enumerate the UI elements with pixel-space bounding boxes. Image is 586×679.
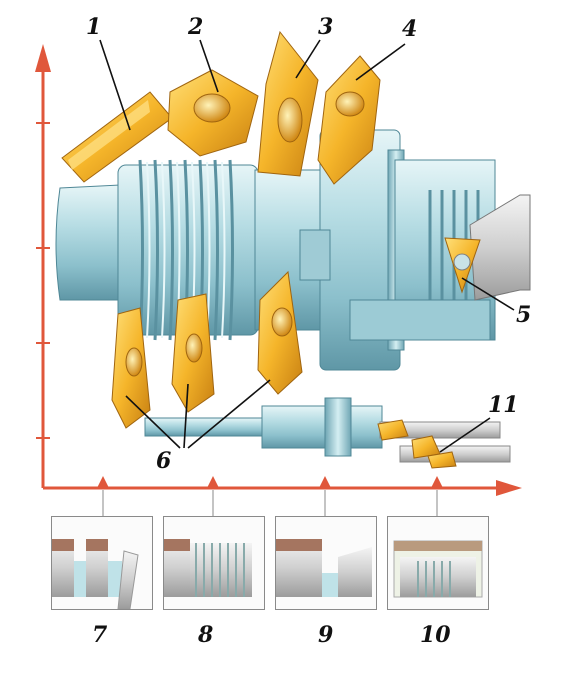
thumbnail-9 xyxy=(275,516,377,610)
callout-11: 11 xyxy=(488,392,519,418)
x-axis-marker xyxy=(207,476,219,488)
boring-bar xyxy=(444,194,531,301)
workpiece xyxy=(55,129,496,371)
workpiece-left-end xyxy=(55,184,121,301)
insert-3-hole xyxy=(277,97,303,143)
insert-4 xyxy=(317,55,381,185)
thumbnail-10-graphic xyxy=(393,540,483,598)
insert-6b xyxy=(171,293,215,413)
parting-insert xyxy=(427,451,457,469)
housing-bore xyxy=(299,229,331,281)
boring-bar-shank xyxy=(469,194,531,301)
housing-base xyxy=(349,299,491,341)
thumbnail-8-caption: 8 xyxy=(198,622,214,648)
insert-4-hole xyxy=(335,91,365,117)
thumbnail-7 xyxy=(51,516,153,610)
thumbnail-7-caption: 7 xyxy=(92,622,108,648)
thumbnail-10-caption: 10 xyxy=(420,622,451,648)
callout-4: 4 xyxy=(402,16,418,42)
insert-6a xyxy=(111,307,151,429)
insert-6c xyxy=(257,270,303,395)
small-shaft xyxy=(144,397,511,469)
callout-6: 6 xyxy=(156,448,172,474)
insert-2 xyxy=(167,69,259,157)
parting-insert xyxy=(377,419,409,441)
insert-3 xyxy=(257,30,319,177)
x-axis-marker xyxy=(319,476,331,488)
y-axis-arrowhead xyxy=(35,44,51,72)
thumbnail-8 xyxy=(163,516,265,610)
callout-1: 1 xyxy=(86,14,102,40)
callout-2: 2 xyxy=(188,14,204,40)
thumbnail-8-graphic xyxy=(164,539,252,597)
x-axis-marker xyxy=(97,476,109,488)
x-axis-marker xyxy=(431,476,443,488)
callout-3: 3 xyxy=(318,14,334,40)
axis-group xyxy=(35,44,522,516)
insert-2-hole xyxy=(193,93,231,123)
leader-lines xyxy=(99,39,515,453)
thumbnail-9-graphic xyxy=(276,539,372,597)
thumbnail-9-caption: 9 xyxy=(318,622,334,648)
thumbnail-7-graphic xyxy=(52,539,139,609)
boring-insert-hole xyxy=(453,253,471,271)
x-axis-arrowhead xyxy=(496,480,522,496)
thumbnail-10 xyxy=(387,516,489,610)
callout-5: 5 xyxy=(516,302,532,328)
